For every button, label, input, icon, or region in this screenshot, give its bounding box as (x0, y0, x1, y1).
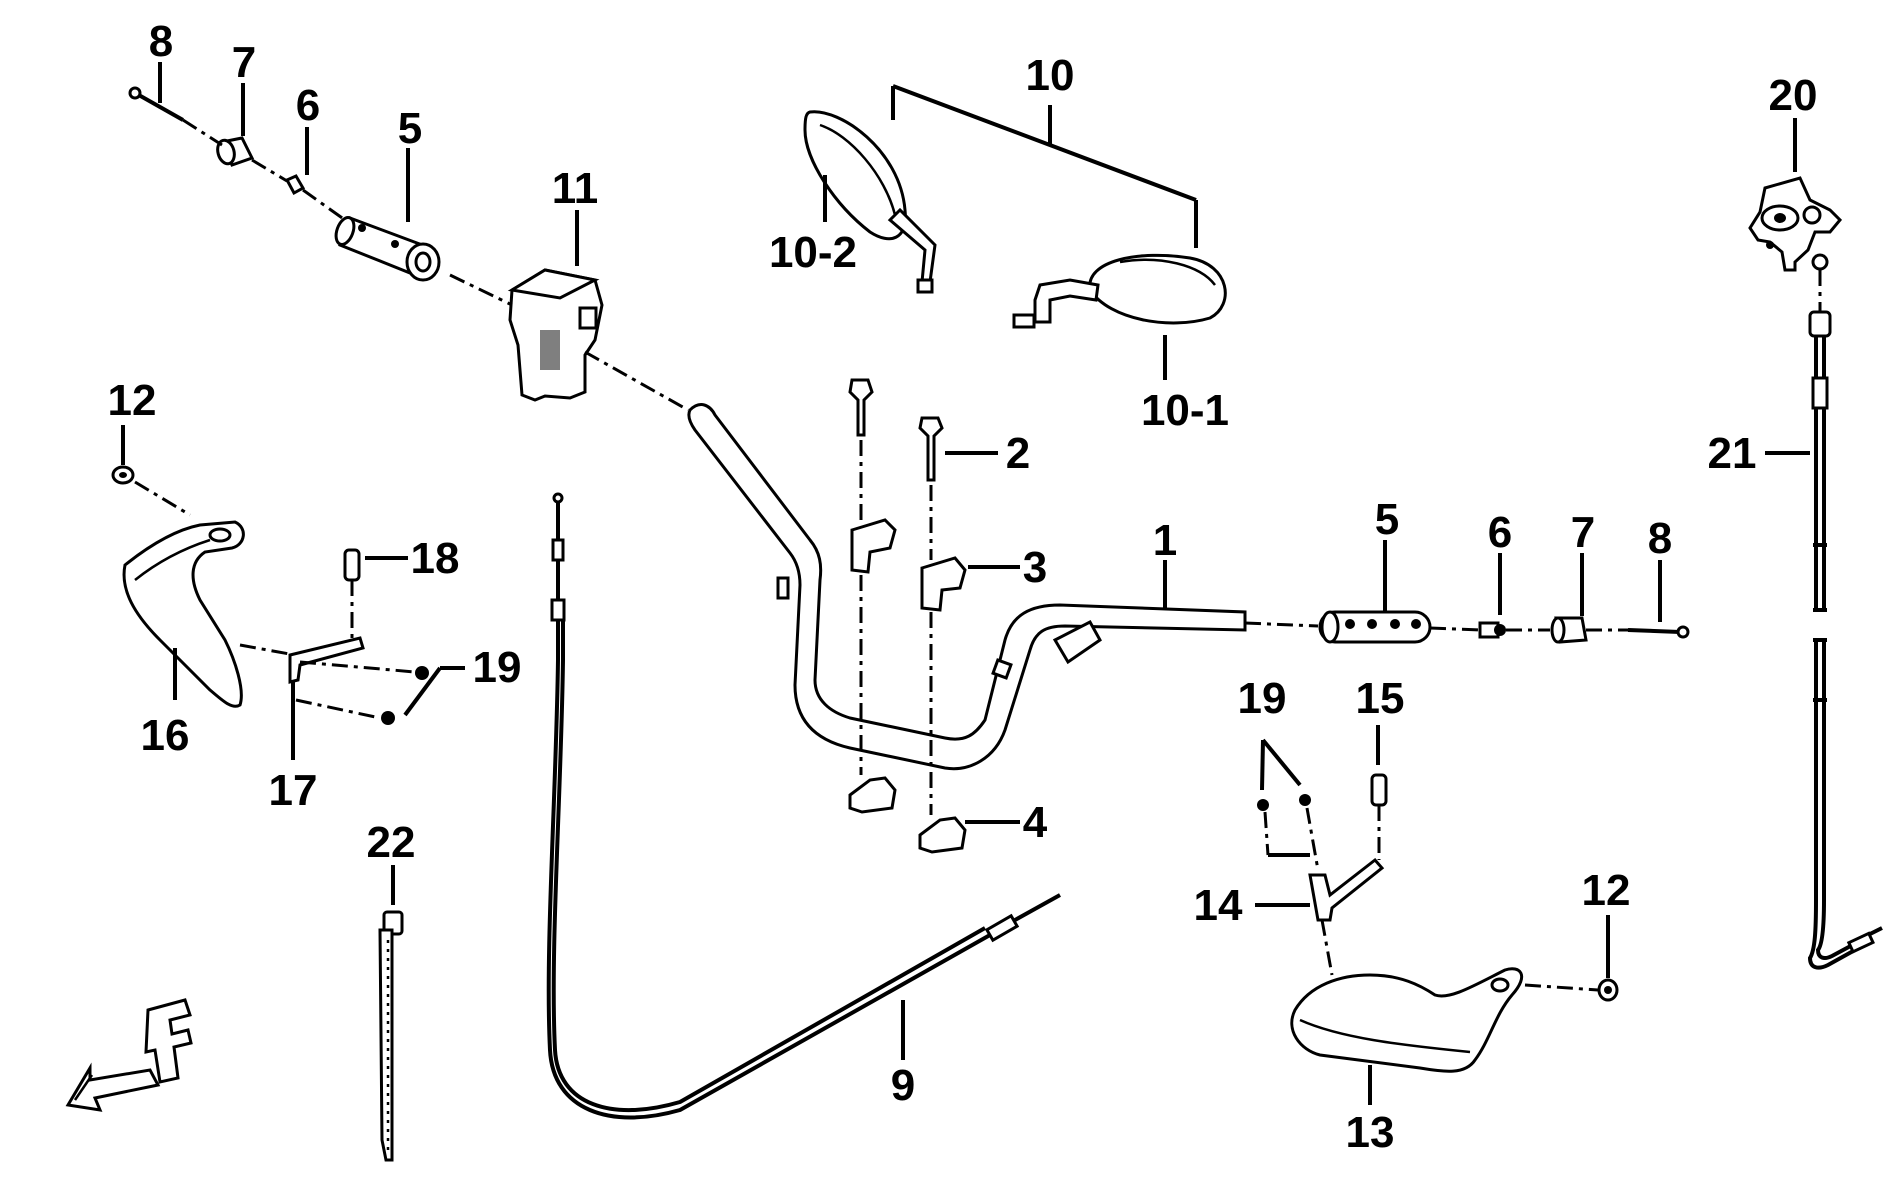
holder-bolt-left-part (848, 378, 874, 437)
upper-holder-right-part (920, 556, 967, 612)
callout-6-right: 6 (1488, 508, 1512, 557)
left-screw-part (128, 86, 184, 122)
callout-3: 3 (1023, 543, 1047, 592)
brake-lever-part (1748, 176, 1843, 272)
callout-21: 21 (1708, 429, 1757, 478)
left-guard-bolt-part (343, 548, 361, 582)
callout-15: 15 (1356, 674, 1405, 723)
callout-5-left: 5 (398, 104, 422, 153)
callout-19-right: 19 (1238, 674, 1287, 723)
callout-11: 11 (552, 164, 599, 213)
left-washer-part (284, 174, 306, 196)
arrow-F-icon (65, 998, 193, 1112)
right-screw-part (1627, 625, 1690, 639)
callout-10-1: 10-1 (1141, 386, 1229, 435)
right-mirror-part (1012, 253, 1227, 329)
callout-12-right: 12 (1582, 866, 1631, 915)
right-guard-bolt-part (1370, 773, 1388, 807)
left-mirror-part (803, 110, 937, 294)
callout-4: 4 (1023, 798, 1048, 847)
left-switch-part (507, 268, 604, 402)
callout-1: 1 (1153, 516, 1177, 565)
callout-19-left: 19 (473, 643, 522, 692)
right-guard-nut-right-part (1299, 794, 1311, 806)
left-hand-guard-part (122, 520, 245, 708)
left-guard-nut-upper-part (415, 666, 429, 680)
callout-8-right: 8 (1648, 514, 1672, 563)
callout-10: 10 (1026, 51, 1075, 100)
callout-20: 20 (1769, 71, 1818, 120)
callout-8-left: 8 (149, 17, 173, 66)
callout-18: 18 (411, 534, 460, 583)
callout-5-right: 5 (1375, 495, 1399, 544)
cable-tie-part (378, 910, 404, 1162)
callout-12-left: 12 (108, 376, 157, 425)
callout-2: 2 (1006, 429, 1030, 478)
right-washer-part (1478, 621, 1506, 639)
callout-17: 17 (269, 766, 318, 815)
lower-holder-left-part (848, 776, 897, 814)
callout-14: 14 (1194, 881, 1243, 930)
lower-holder-right-part (918, 816, 967, 854)
mirror-bracket-line (891, 84, 1198, 248)
right-guard-nut-left-part (1257, 799, 1269, 811)
holder-bolt-right-part (918, 416, 944, 482)
left-washer-12-part (111, 465, 135, 485)
callout-13: 13 (1346, 1108, 1395, 1157)
callout-9: 9 (891, 1061, 915, 1110)
left-grip-part (334, 216, 441, 282)
callout-6-left: 6 (296, 81, 320, 130)
handlebar-part (687, 403, 1247, 771)
callout-7-right: 7 (1571, 508, 1595, 557)
right-hand-guard-part (1290, 967, 1524, 1073)
callout-22: 22 (367, 818, 416, 867)
throttle-cable-part (546, 492, 1061, 1120)
right-grip-part (1318, 610, 1432, 644)
left-guard-bracket-part (288, 636, 365, 684)
brake-cable-part (1807, 310, 1883, 970)
right-guard-bracket-part (1308, 857, 1385, 922)
right-washer-12-part (1597, 978, 1619, 1002)
left-bar-end-part (216, 136, 255, 167)
callout-16: 16 (141, 711, 190, 760)
callout-10-2: 10-2 (769, 228, 857, 277)
left-guard-nut-lower-part (381, 711, 395, 725)
callout-7-left: 7 (232, 38, 256, 87)
upper-holder-left-part (850, 518, 897, 574)
right-bar-end-part (1550, 616, 1588, 644)
